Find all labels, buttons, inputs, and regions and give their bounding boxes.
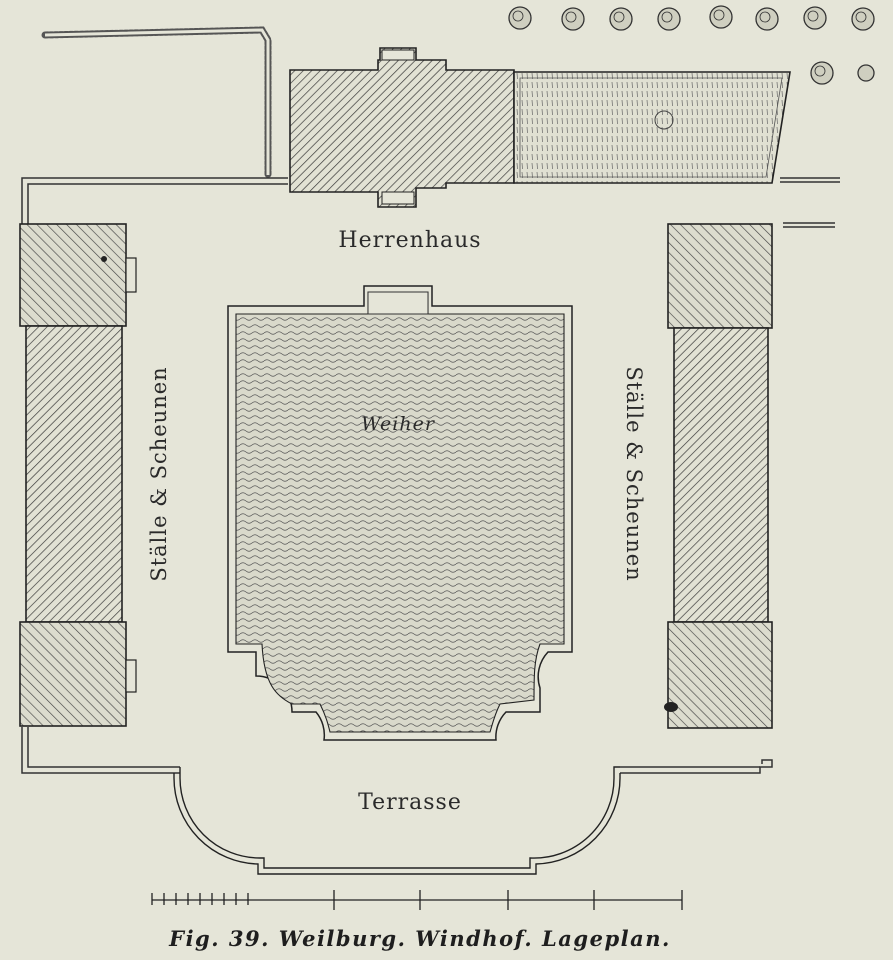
label-terrasse: Terrasse <box>358 790 462 815</box>
tree-icon <box>508 6 532 30</box>
boundary-wall <box>21 177 840 774</box>
tree-icon <box>561 7 585 31</box>
pond <box>227 285 573 741</box>
terrace <box>173 766 621 875</box>
tree-icon <box>657 7 681 31</box>
scale-bar <box>151 890 683 910</box>
garden-bed <box>513 71 791 184</box>
tree-icon <box>803 6 827 30</box>
tree-icon <box>609 7 633 31</box>
tree-icon <box>709 5 733 29</box>
hedge <box>41 26 272 179</box>
tree-icon <box>857 64 875 82</box>
label-stalle-left: Ställe & Scheunen <box>147 366 171 581</box>
tree-row <box>508 5 875 85</box>
stable-left <box>19 223 137 727</box>
stable-right <box>664 223 773 729</box>
label-weiher: Weiher <box>361 413 436 435</box>
tree-icon <box>851 7 875 31</box>
label-stalle-right: Ställe & Scheunen <box>622 366 646 581</box>
herrenhaus-building <box>289 47 515 208</box>
tree-icon <box>755 7 779 31</box>
label-herrenhaus: Herrenhaus <box>338 228 481 253</box>
tree-icon <box>810 61 834 85</box>
figure-caption: Fig. 39. Weilburg. Windhof. Lageplan. <box>168 926 671 951</box>
